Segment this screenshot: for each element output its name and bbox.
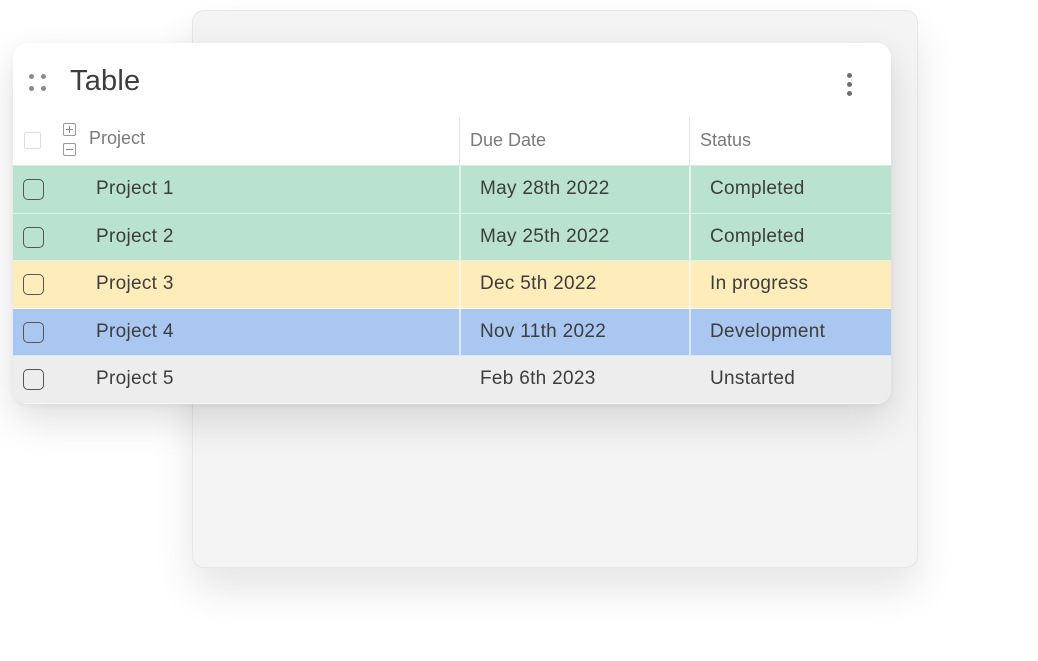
cell-due-date: Nov 11th 2022 xyxy=(480,320,607,342)
table-row[interactable]: Project 1 May 28th 2022 Completed xyxy=(13,166,891,214)
collapse-minus-icon[interactable] xyxy=(63,143,76,156)
column-header-status[interactable]: Status xyxy=(700,130,752,150)
table-widget: Table Project Due Date Status Project 1 xyxy=(13,43,891,404)
cell-separator xyxy=(689,166,691,213)
cell-project: Project 3 xyxy=(96,273,174,294)
cell-status: Development xyxy=(710,320,826,342)
table-header: Project Due Date Status xyxy=(13,117,891,166)
cell-project: Project 2 xyxy=(96,225,174,247)
cell-separator xyxy=(459,166,461,213)
cell-due-date: May 25th 2022 xyxy=(480,225,610,247)
cell-status: Completed xyxy=(710,225,805,247)
row-checkbox[interactable] xyxy=(23,179,44,200)
cell-separator xyxy=(459,261,461,308)
table-row[interactable]: Project 4 Nov 11th 2022 Development xyxy=(13,308,891,356)
row-checkbox[interactable] xyxy=(23,274,44,295)
cell-status: Completed xyxy=(710,178,805,199)
drag-handle-icon[interactable] xyxy=(29,74,49,94)
row-checkbox[interactable] xyxy=(23,369,44,390)
cell-project: Project 1 xyxy=(96,178,174,199)
cell-separator xyxy=(689,308,691,355)
cell-due-date: Feb 6th 2023 xyxy=(480,368,596,389)
cell-separator xyxy=(459,213,461,260)
cell-separator xyxy=(689,261,691,308)
row-checkbox[interactable] xyxy=(23,226,44,248)
widget-header: Table xyxy=(13,43,891,117)
select-all-checkbox[interactable] xyxy=(24,132,41,149)
cell-separator xyxy=(459,308,461,355)
table-row[interactable]: Project 3 Dec 5th 2022 In progress xyxy=(13,261,891,309)
cell-separator xyxy=(689,213,691,260)
column-header-due-date[interactable]: Due Date xyxy=(470,130,547,150)
table-body: Project 1 May 28th 2022 Completed Projec… xyxy=(13,166,891,404)
cell-due-date: Dec 5th 2022 xyxy=(480,273,597,294)
expand-collapse-controls xyxy=(63,123,77,157)
table-row[interactable]: Project 2 May 25th 2022 Completed xyxy=(13,213,891,261)
table-row[interactable]: Project 5 Feb 6th 2023 Unstarted xyxy=(13,356,891,404)
row-checkbox[interactable] xyxy=(23,321,44,343)
cell-status: In progress xyxy=(710,273,809,294)
cell-project: Project 5 xyxy=(96,368,174,389)
more-vertical-icon[interactable] xyxy=(839,71,859,99)
cell-due-date: May 28th 2022 xyxy=(480,178,610,199)
cell-status: Unstarted xyxy=(710,368,796,389)
cell-project: Project 4 xyxy=(96,320,174,342)
column-header-project[interactable]: Project xyxy=(89,128,146,148)
expand-plus-icon[interactable] xyxy=(63,123,76,136)
widget-title: Table xyxy=(70,65,141,97)
